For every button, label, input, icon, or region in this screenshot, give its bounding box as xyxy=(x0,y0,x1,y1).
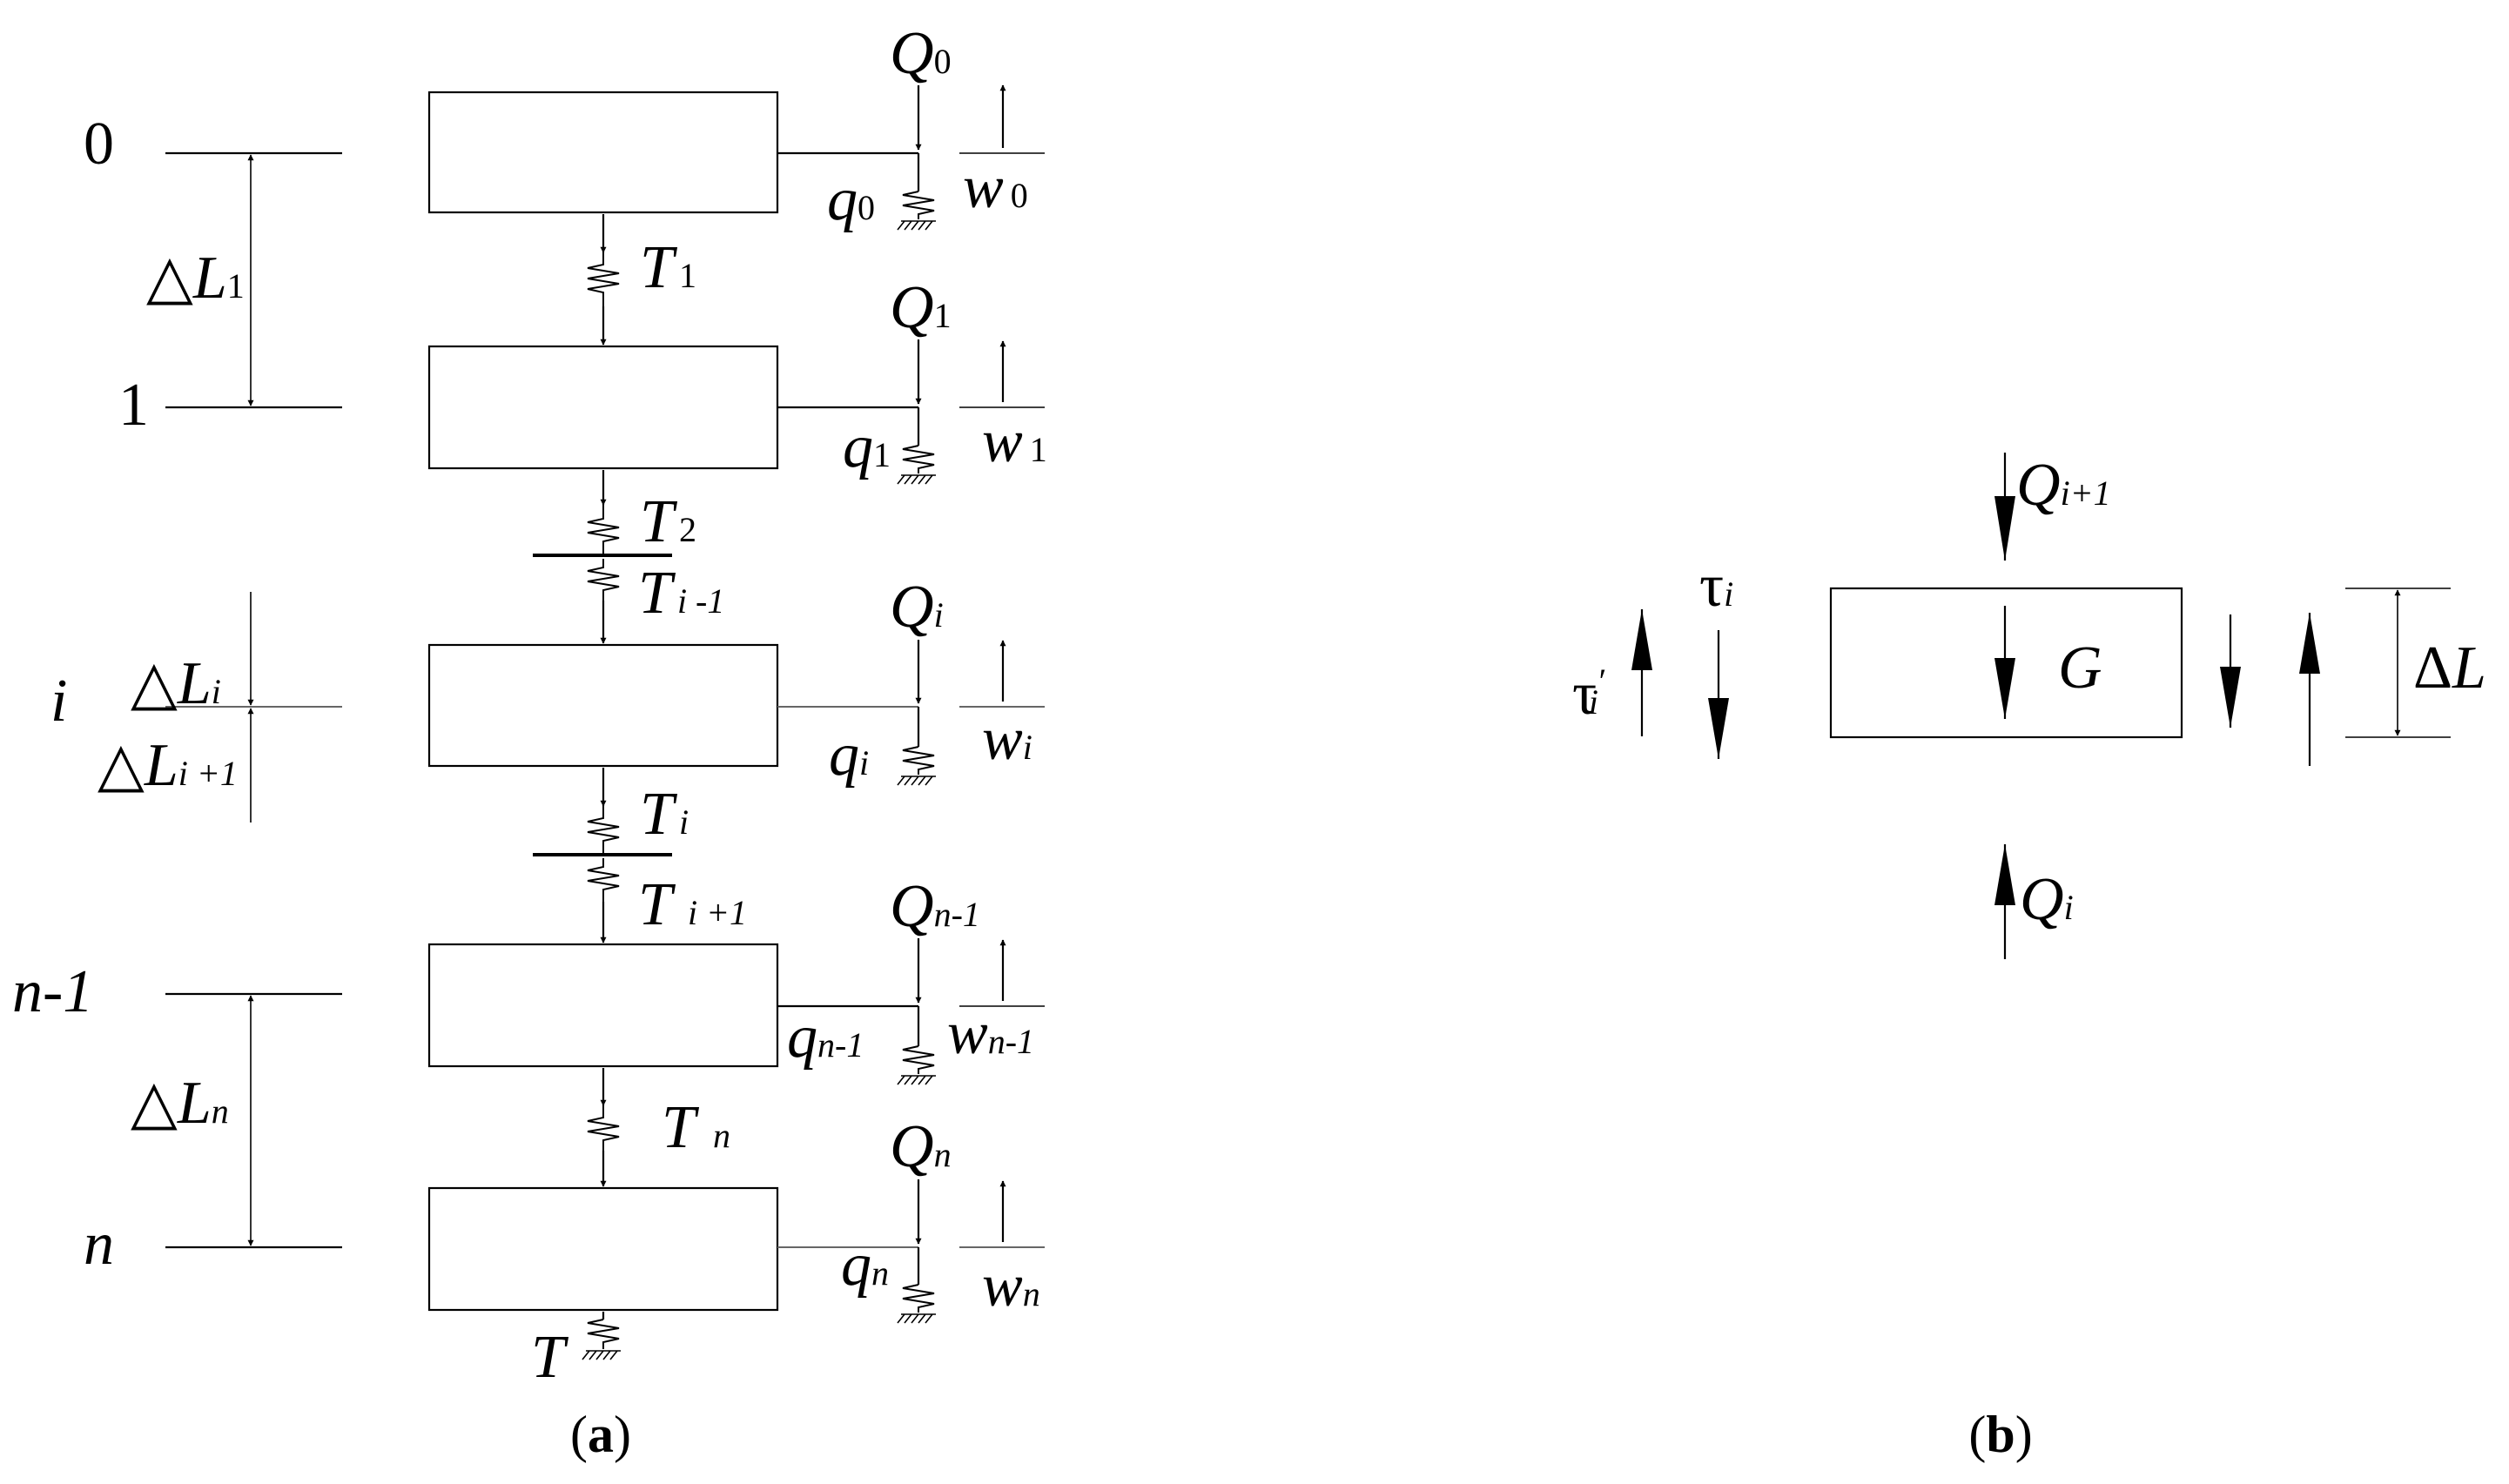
disp-label-wn: wn xyxy=(982,1252,1040,1319)
interface-springs xyxy=(533,214,672,1360)
shear-label-tau: τi xyxy=(1699,553,1733,620)
element-block-1 xyxy=(427,345,779,470)
soil-label-qn: qn xyxy=(841,1232,889,1299)
load-label-Q1: Q1 xyxy=(890,274,952,341)
panel-a: 0 1 i n-1 n △L1 △Li △Li +1 △Ln xyxy=(12,20,1047,1463)
level-label-i: i xyxy=(50,668,67,735)
element-block-n-1 xyxy=(427,943,779,1068)
element-block-i xyxy=(427,643,779,768)
spring-label-T-base: T xyxy=(531,1324,569,1391)
level-lines xyxy=(165,151,342,1249)
soil-hatch-n-1 xyxy=(897,1075,936,1085)
disp-label-wn-1: wn-1 xyxy=(947,1000,1034,1067)
level-labels: 0 1 i n-1 n xyxy=(12,111,149,1278)
delta-label-Ln: △Ln xyxy=(131,1070,229,1137)
load-label-Qn-1: Qn-1 xyxy=(890,873,980,940)
delta-dimensions: △L1 △Li △Li +1 △Ln xyxy=(98,154,254,1246)
side-springs xyxy=(777,151,936,1324)
soil-label-q0: q0 xyxy=(827,166,875,233)
load-label-Qi: Qi xyxy=(890,574,944,641)
spring-T-base xyxy=(587,1319,620,1349)
force-label-G: G xyxy=(2058,635,2102,702)
level-label-n-1: n-1 xyxy=(12,958,93,1025)
panel-caption-a: (a) xyxy=(570,1406,631,1463)
soil-spring-n xyxy=(902,1284,935,1313)
load-labels: Q0 Q1 Qi Qn-1 Qn xyxy=(890,20,980,1180)
force-label-Qi: Qi xyxy=(2020,866,2074,933)
force-label-Qi1: Qi+1 xyxy=(2016,452,2111,519)
ground-hatch-base xyxy=(582,1350,621,1360)
panel-b: Qi+1 G Qi ΔL τi τ′i (b) xyxy=(1572,452,2486,1463)
level-label-n: n xyxy=(84,1211,114,1278)
spring-Ti xyxy=(587,806,620,853)
soil-spring-n-1 xyxy=(902,1045,935,1074)
soil-label-qn-1: qn-1 xyxy=(787,1004,864,1071)
soil-spring-1 xyxy=(902,445,935,473)
soil-hatch-0 xyxy=(897,220,936,231)
soil-spring-i xyxy=(902,746,935,775)
spring-T1 xyxy=(587,252,620,306)
delta-label-Li1: △Li +1 xyxy=(98,732,238,799)
element-block-0 xyxy=(427,91,779,214)
level-label-0: 0 xyxy=(84,111,114,178)
dim-label-dL: ΔL xyxy=(2413,635,2486,702)
panel-caption-b: (b) xyxy=(1968,1406,2032,1463)
soil-hatch-i xyxy=(897,776,936,786)
spring-Ti-1 xyxy=(587,559,620,601)
load-label-Q0: Q0 xyxy=(890,20,952,87)
soil-label-q1: q1 xyxy=(843,413,891,480)
spring-T2 xyxy=(587,505,620,554)
soil-hatch-1 xyxy=(897,474,936,485)
soil-label-qi: qi xyxy=(829,722,869,789)
delta-label-L1: △L1 xyxy=(146,245,245,312)
soil-labels: q0 q1 qi qn-1 qn xyxy=(787,166,891,1299)
level-label-1: 1 xyxy=(118,372,149,439)
soil-hatch-n xyxy=(897,1313,936,1324)
spring-Ti1 xyxy=(587,858,620,902)
disp-label-wi: wi xyxy=(982,706,1033,773)
delta-label-Li: △Li xyxy=(131,650,221,717)
displacement-arrows xyxy=(959,84,1045,1248)
spring-Tn xyxy=(587,1105,620,1151)
soil-spring-0 xyxy=(902,191,935,219)
load-label-Qn: Qn xyxy=(890,1113,952,1180)
element-block-n xyxy=(427,1186,779,1312)
shear-label-tau-prime: τ′i xyxy=(1572,661,1605,728)
